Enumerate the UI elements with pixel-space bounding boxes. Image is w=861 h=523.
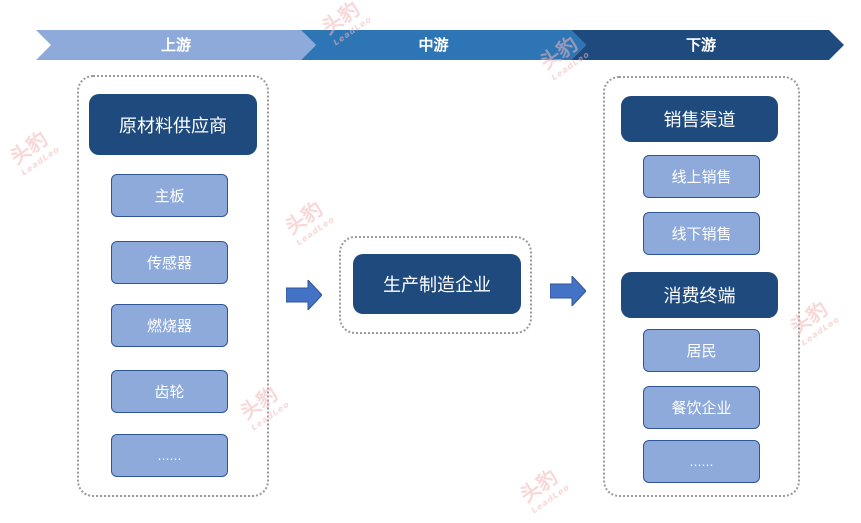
upstream-item-burner: 燃烧器 bbox=[111, 304, 228, 347]
stage-label-downstream: 下游 bbox=[685, 36, 716, 54]
consumer-terminal-box: 消费终端 bbox=[621, 272, 778, 318]
midstream-group bbox=[339, 236, 532, 334]
arrow-right-icon bbox=[286, 280, 322, 310]
consumer-item-more: …… bbox=[643, 440, 760, 483]
manufacturer-box: 生产制造企业 bbox=[353, 254, 521, 314]
chevron-midstream bbox=[301, 30, 586, 60]
stage-chevrons bbox=[36, 30, 844, 60]
stage-label-midstream: 中游 bbox=[418, 36, 449, 54]
upstream-item-mainboard: 主板 bbox=[111, 174, 228, 217]
consumer-item-residents: 居民 bbox=[643, 329, 760, 372]
upstream-group bbox=[77, 75, 269, 497]
arrow-right-icon bbox=[550, 276, 586, 306]
stage-label-upstream: 上游 bbox=[160, 36, 191, 54]
chevron-upstream bbox=[36, 30, 316, 60]
sales-item-offline: 线下销售 bbox=[643, 212, 760, 255]
consumer-item-restaurants: 餐饮企业 bbox=[643, 386, 760, 429]
sales-channel-box: 销售渠道 bbox=[621, 96, 778, 142]
upstream-item-more: …… bbox=[111, 434, 228, 477]
upstream-item-sensor: 传感器 bbox=[111, 241, 228, 284]
upstream-item-gear: 齿轮 bbox=[111, 370, 228, 413]
downstream-group bbox=[603, 76, 800, 497]
sales-item-online: 线上销售 bbox=[643, 155, 760, 198]
chevron-downstream bbox=[571, 30, 844, 60]
raw-material-supplier-box: 原材料供应商 bbox=[89, 94, 257, 155]
